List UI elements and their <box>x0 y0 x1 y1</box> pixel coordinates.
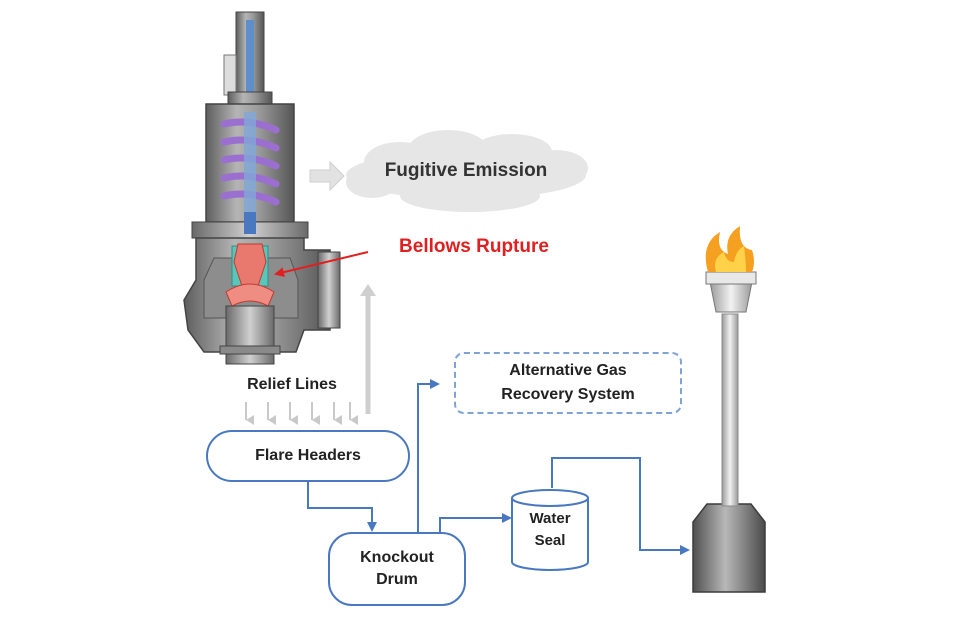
bellows-rupture-label: Bellows Rupture <box>399 236 549 257</box>
leak-return-arrow <box>360 284 376 414</box>
alternative-gas-label-line2: Recovery System <box>501 386 635 403</box>
drum-to-recovery-line <box>417 379 440 538</box>
knockout-drum-node: Knockout Drum <box>328 532 466 606</box>
fugitive-emission-label: Fugitive Emission <box>384 160 548 181</box>
relief-line-arrows <box>245 402 358 425</box>
cloud-icon <box>346 130 588 212</box>
pressure-relief-valve-icon <box>183 11 341 365</box>
relief-lines-label: Relief Lines <box>247 376 337 393</box>
knockout-label-line2: Drum <box>376 571 418 588</box>
alternative-gas-label-line1: Alternative Gas <box>509 362 627 379</box>
knockout-label-line1: Knockout <box>360 549 434 566</box>
water-label-line1: Water <box>529 510 571 527</box>
flame-icon <box>705 226 754 272</box>
header-to-drum-line <box>307 482 377 532</box>
rupture-pointer <box>274 251 369 278</box>
water-label-line2: Seal <box>534 532 566 549</box>
water-seal-label: Water Seal <box>512 508 588 552</box>
seal-to-flare-line <box>551 457 690 555</box>
flare-headers-node: Flare Headers <box>206 430 410 482</box>
alternative-gas-recovery-node: Alternative Gas Recovery System <box>454 352 682 414</box>
water-seal-vessel <box>511 489 589 571</box>
flare-stack-icon <box>692 226 766 593</box>
emission-arrow <box>309 160 345 192</box>
flare-headers-label: Flare Headers <box>255 447 361 464</box>
